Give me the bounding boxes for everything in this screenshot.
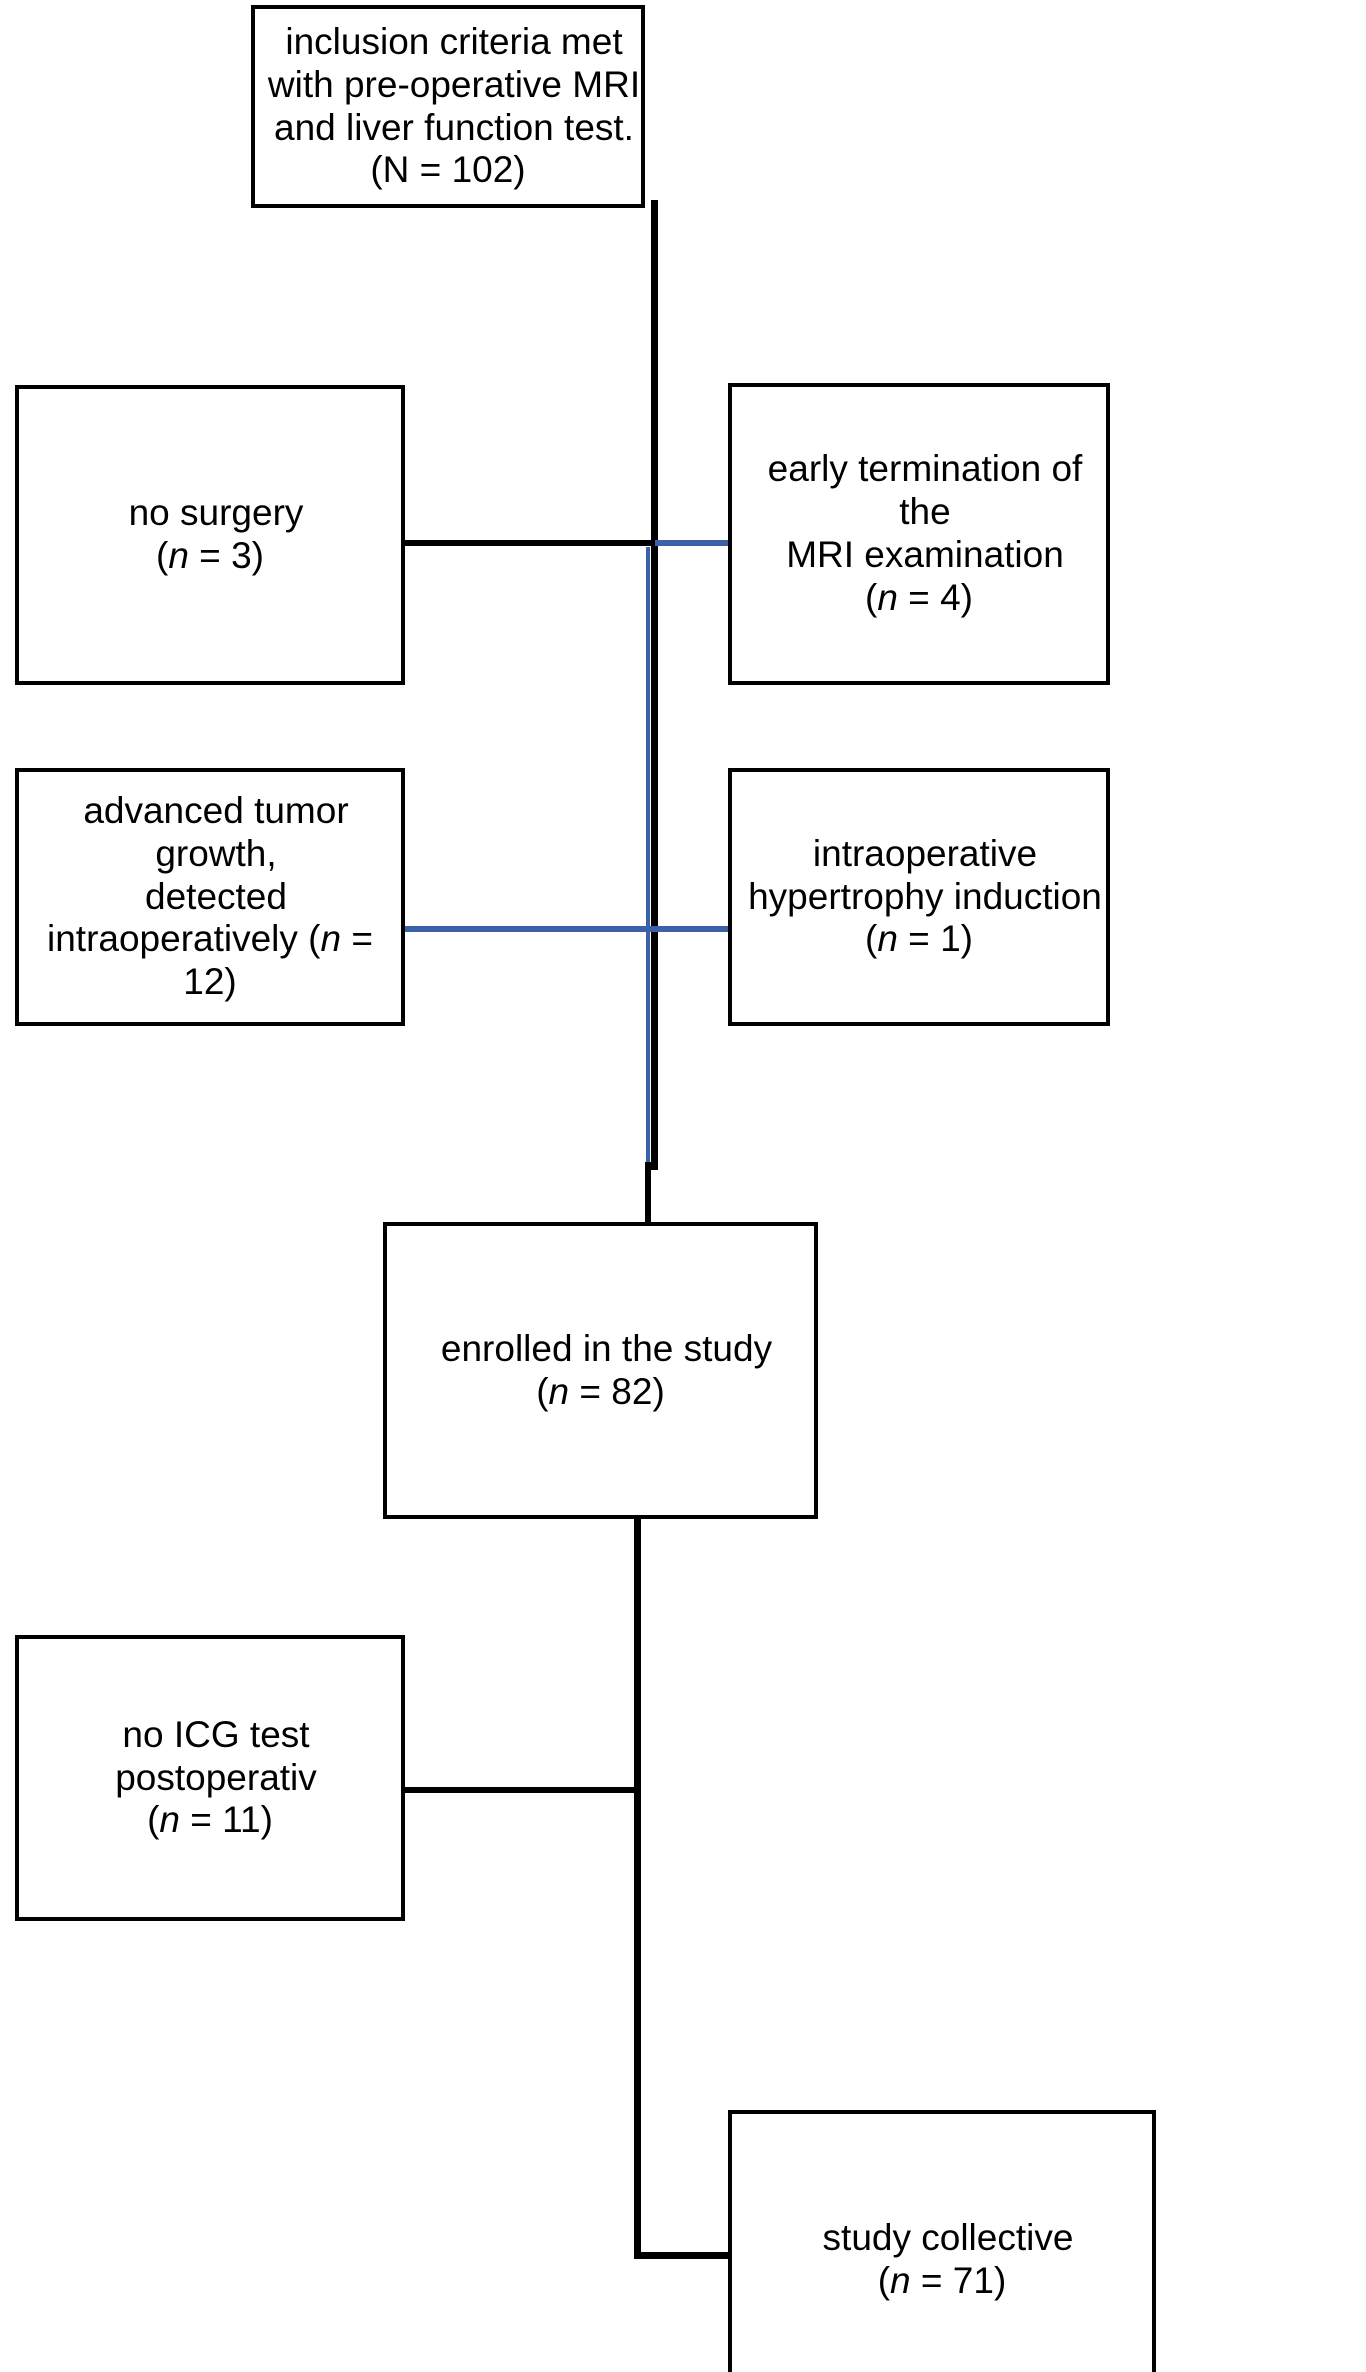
connector-to-early-termination: [655, 540, 730, 546]
node-inclusion-criteria-count: (N = 102): [370, 149, 526, 191]
node-no-icg-test: no ICG test postoperativ (n = 11): [15, 1635, 405, 1921]
node-study-collective: study collective (n = 71): [728, 2110, 1156, 2372]
node-no-surgery-count: (n = 3): [156, 535, 264, 576]
connector-spine-middle: [651, 540, 658, 1170]
node-advanced-tumor-growth-count: intraoperatively (n = 12): [47, 918, 373, 1003]
node-enrolled-in-study-count: (n = 82): [536, 1370, 665, 1412]
node-no-icg-test-text: no ICG test postoperativ: [115, 1713, 317, 1798]
node-intraoperative-hypertrophy: intraoperative hypertrophy induction (n …: [728, 768, 1110, 1026]
node-intraoperative-hypertrophy-count: (n = 1): [865, 918, 973, 960]
node-early-termination-count: (n = 4): [865, 576, 973, 618]
connector-spine-lower: [634, 1518, 641, 2258]
connector-to-no-icg: [405, 1787, 641, 1793]
node-study-collective-count: (n = 71): [877, 2260, 1007, 2301]
node-advanced-tumor-growth-text: advanced tumor growth, detected: [83, 789, 349, 917]
node-advanced-tumor-growth: advanced tumor growth, detected intraope…: [15, 768, 405, 1026]
node-inclusion-criteria: inclusion criteria met with pre-operativ…: [251, 5, 645, 208]
node-no-surgery-text: no surgery: [128, 492, 304, 534]
node-no-icg-test-count: (n = 11): [147, 1799, 273, 1841]
node-study-collective-text: study collective: [822, 2217, 1074, 2259]
node-enrolled-in-study: enrolled in the study (n = 82): [383, 1222, 818, 1519]
node-enrolled-in-study-text: enrolled in the study: [440, 1327, 773, 1369]
connector-spine-upper: [651, 207, 658, 547]
node-inclusion-criteria-text: inclusion criteria met with pre-operativ…: [267, 20, 641, 148]
connector-to-study-collective: [634, 2252, 734, 2259]
connector-spine-blue-accent: [646, 547, 650, 1177]
node-early-termination: early termination of the MRI examination…: [728, 383, 1110, 685]
connector-row2-tumor-hypertrophy: [405, 926, 730, 932]
node-no-surgery: no surgery (n = 3): [15, 385, 405, 685]
node-early-termination-text: early termination of the MRI examination: [767, 448, 1083, 575]
connector-spine-jog: [645, 1162, 651, 1224]
node-intraoperative-hypertrophy-text: intraoperative hypertrophy induction: [748, 832, 1102, 917]
connector-to-no-surgery: [405, 540, 655, 546]
